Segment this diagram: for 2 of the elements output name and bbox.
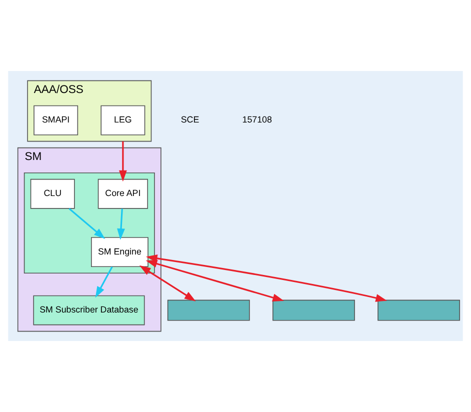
label: SCE bbox=[180, 114, 200, 125]
label: 157108 bbox=[242, 114, 272, 125]
